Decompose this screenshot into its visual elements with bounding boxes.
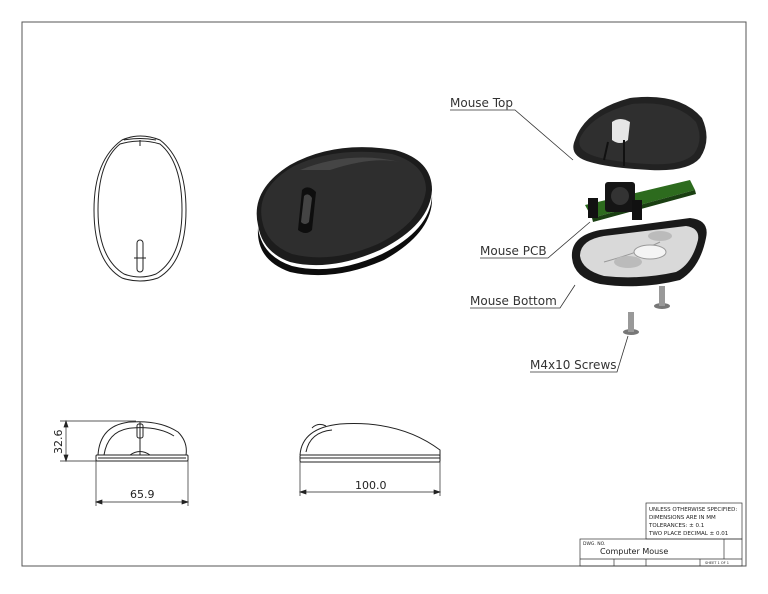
tb-note-4: TWO PLACE DECIMAL ± 0.01: [648, 531, 728, 537]
screw-lower: [623, 312, 639, 335]
callout-mouse-bottom: Mouse Bottom: [470, 294, 557, 308]
tb-sheet: SHEET 1 OF 1: [705, 561, 729, 565]
callout-screws: M4x10 Screws: [530, 358, 617, 372]
exploded-view: [571, 96, 707, 335]
side-view: [299, 423, 441, 463]
top-view: [93, 135, 187, 282]
screw-right: [654, 286, 670, 309]
tb-note-1: UNLESS OTHERWISE SPECIFIED:: [649, 507, 737, 513]
dim-height-value: 32.6: [52, 430, 65, 455]
title-block: [579, 502, 743, 567]
dim-length: [298, 462, 442, 496]
tb-note-3: TOLERANCES: ± 0.1: [648, 523, 704, 529]
tb-dwg-no-label: DWG. NO.: [583, 541, 605, 547]
front-view: [95, 421, 189, 462]
sheet-border: [21, 21, 747, 567]
tb-note-2: DIMENSIONS ARE IN MM: [649, 515, 716, 521]
callout-mouse-pcb: Mouse PCB: [480, 244, 547, 258]
dim-width-value: 65.9: [130, 488, 155, 501]
tb-title: Computer Mouse: [600, 547, 668, 556]
callout-mouse-top: Mouse Top: [450, 96, 513, 110]
callout-lines: [450, 109, 629, 373]
dim-width: [94, 461, 190, 506]
isometric-view: [256, 147, 433, 276]
dim-length-value: 100.0: [355, 479, 387, 492]
dim-height: [60, 419, 136, 463]
